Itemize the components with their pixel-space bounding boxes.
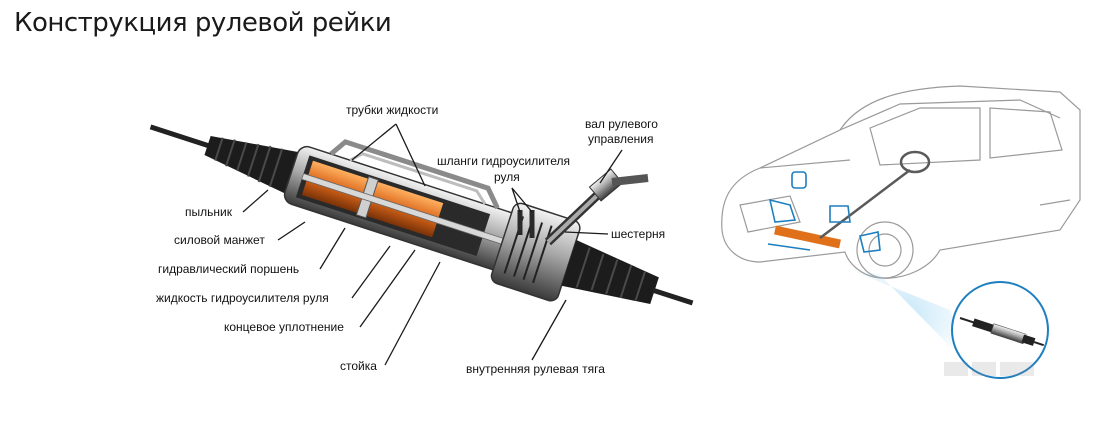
label-power-cuff: силовой манжет: [174, 221, 306, 247]
boot-label: пыльник: [185, 205, 233, 219]
rack-label: стойка: [340, 359, 377, 373]
right-boot: [561, 240, 659, 305]
page-title: Конструкция рулевой рейки: [14, 8, 392, 38]
fluid-tubes-label: трубки жидкости: [346, 103, 438, 117]
label-fluid: жидкость гидроусилителя руля: [156, 245, 391, 305]
car-illustration: [721, 85, 1081, 279]
car-steering-wheel: [899, 150, 931, 174]
steering-shaft-label-line2: управления: [588, 132, 653, 146]
label-hydraulic-piston: гидравлический поршень: [158, 227, 346, 276]
steering-shaft: [544, 168, 649, 246]
car-rack-highlight: [774, 225, 841, 249]
hydraulic-piston-label: гидравлический поршень: [158, 262, 299, 276]
label-fluid-tubes: трубки жидкости: [346, 103, 438, 187]
label-inner-tie-rod: внутренняя рулевая тяга: [466, 299, 605, 376]
steering-shaft-label-line1: вал рулевого: [585, 117, 658, 131]
watermark-logo: [944, 362, 1034, 376]
magnify-beam: [820, 258, 975, 372]
label-end-seal: концевое уплотнение: [224, 249, 416, 334]
power-cuff-label: силовой манжет: [174, 233, 265, 247]
end-seal-label: концевое уплотнение: [224, 320, 344, 334]
left-boot: [204, 135, 300, 195]
power-steering-hoses: [517, 210, 535, 238]
inset-magnifier: [951, 281, 1049, 379]
hoses-label-line2: руля: [494, 170, 520, 184]
label-boot: пыльник: [185, 189, 269, 219]
car-steering-highlight: [767, 150, 931, 253]
steering-rack-illustration: [149, 124, 694, 306]
car-steering-column: [819, 169, 911, 239]
label-steering-shaft: вал рулевого управления: [585, 117, 658, 184]
fluid-tube-1: [329, 139, 500, 210]
right-tie-rod: [651, 287, 694, 306]
label-rack: стойка: [340, 261, 441, 373]
gear-label: шестерня: [611, 227, 665, 241]
hoses-label-line1: шланги гидроусилителя: [437, 154, 570, 168]
inner-tie-rod-label: внутренняя рулевая тяга: [466, 362, 605, 376]
label-hoses: шланги гидроусилителя руля: [437, 154, 570, 213]
label-gear: шестерня: [564, 227, 665, 241]
left-tie-rod: [149, 124, 218, 151]
fluid-label: жидкость гидроусилителя руля: [156, 291, 329, 305]
